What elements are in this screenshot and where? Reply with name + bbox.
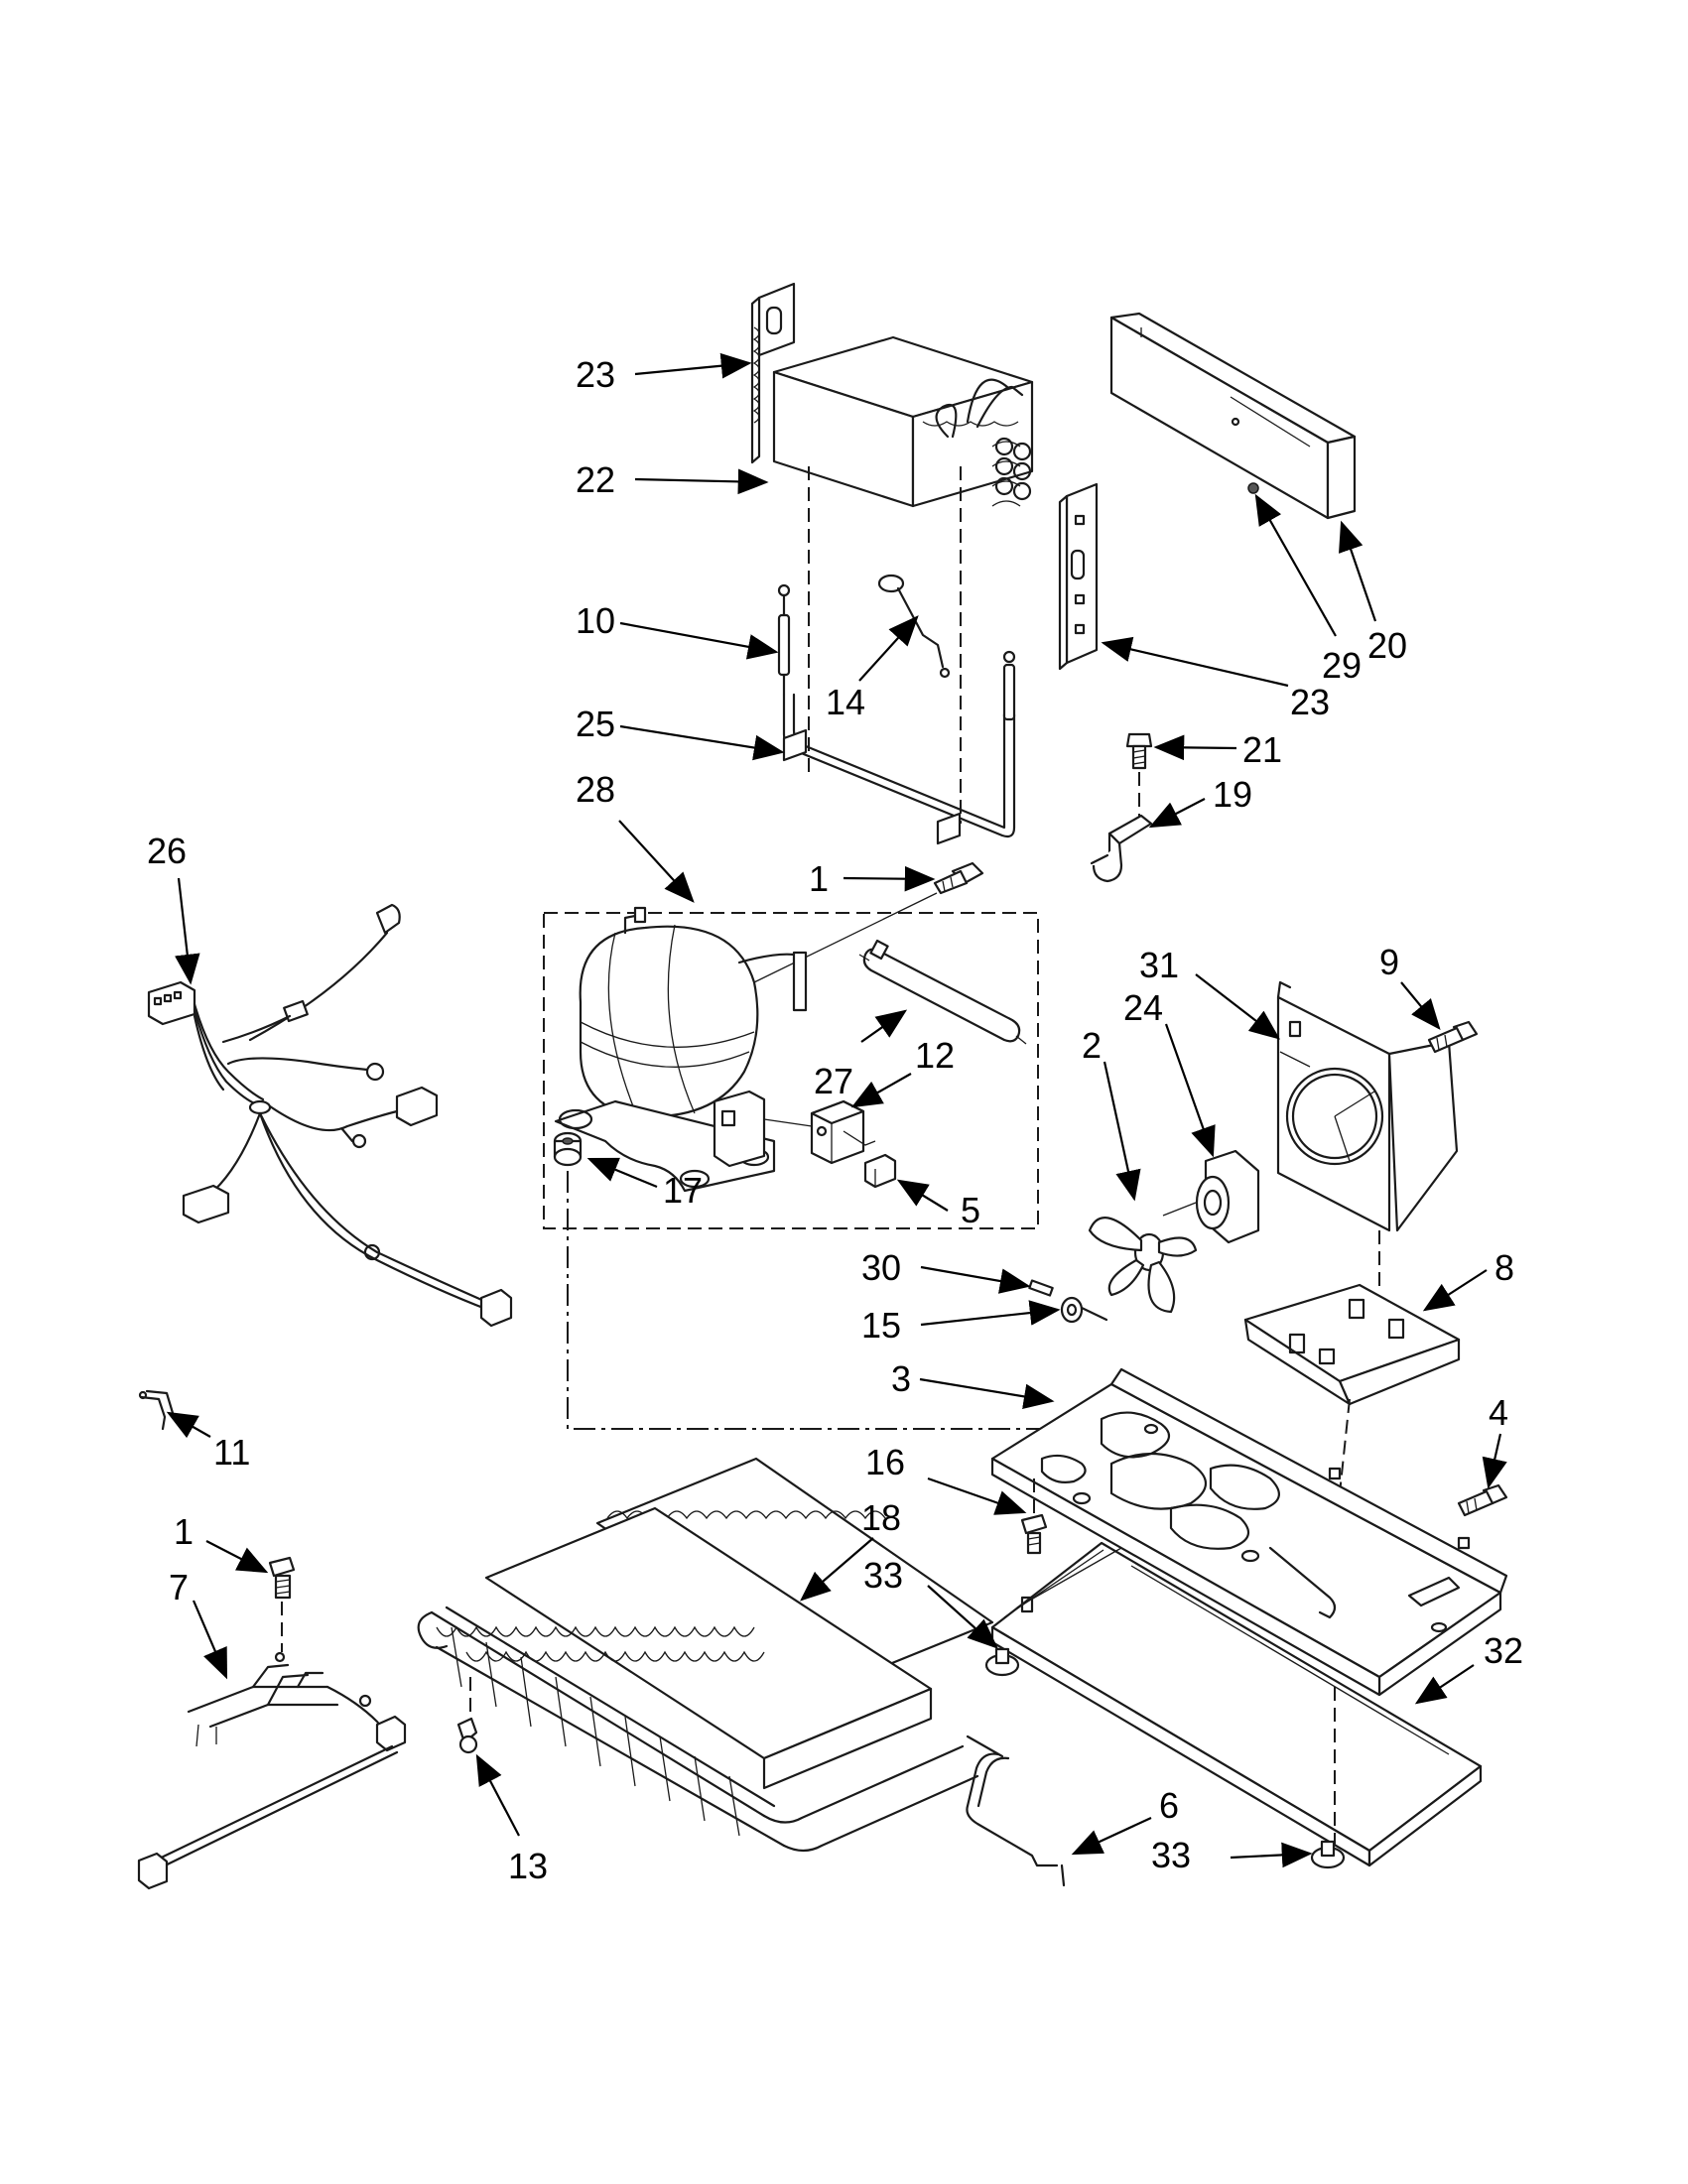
screw-1-top (933, 861, 984, 895)
callout-17: 17 (663, 1170, 703, 1211)
overload-cap (863, 1153, 897, 1189)
fan-blade (1088, 1217, 1198, 1314)
callout-31: 31 (1139, 945, 1179, 985)
wiring-harness-26 (147, 903, 513, 1328)
fan-shroud (1276, 980, 1459, 1232)
callout-9: 9 (1379, 942, 1399, 982)
condenser (417, 1457, 1004, 1853)
fan-bracket (1243, 1230, 1461, 1589)
defrost-heater (777, 583, 1016, 838)
callout-13: 13 (508, 1846, 548, 1886)
callout-28: 28 (576, 769, 615, 810)
evaporator-body (772, 335, 1034, 508)
mounting-alignment-line (567, 1171, 1052, 1430)
callout-22: 22 (576, 459, 615, 500)
callout-33b: 33 (1151, 1835, 1191, 1875)
callout-10: 10 (576, 600, 615, 641)
clip-19 (1090, 814, 1153, 883)
callout-29: 29 (1322, 645, 1362, 686)
callout-4: 4 (1489, 1392, 1508, 1433)
callout-21: 21 (1242, 729, 1282, 770)
leader-lines (166, 352, 1507, 1868)
callout-32: 32 (1484, 1630, 1523, 1671)
grommet-17 (553, 1131, 583, 1167)
callout-19: 19 (1213, 774, 1252, 815)
machine-compartment-base (990, 1367, 1508, 1697)
callout-25: 25 (576, 704, 615, 744)
callout-20: 20 (1367, 625, 1407, 666)
callout-26: 26 (147, 831, 187, 871)
screw-9 (1427, 1020, 1479, 1054)
callout-15: 15 (861, 1305, 901, 1346)
callout-30: 30 (861, 1247, 901, 1288)
callout-8: 8 (1494, 1247, 1514, 1288)
heater-bracket (782, 728, 808, 762)
screw-21 (1125, 732, 1153, 770)
foot-33a (984, 1647, 1020, 1677)
compressor (554, 906, 808, 1193)
screw-4 (1457, 1483, 1508, 1517)
compressor-group-box (543, 912, 1039, 1229)
grommet-15 (1060, 1296, 1108, 1324)
callout-16: 16 (865, 1442, 905, 1482)
screw-29 (1247, 482, 1259, 494)
callout-23a: 23 (576, 354, 615, 395)
callout-7: 7 (169, 1567, 189, 1607)
callout-1b: 1 (174, 1511, 194, 1552)
condenser-fan-motor (1162, 1149, 1260, 1244)
screw-1-bottom (268, 1556, 296, 1600)
callout-23b: 23 (1290, 682, 1330, 722)
condenser-tubes (430, 1606, 979, 1853)
callout-5: 5 (961, 1190, 980, 1230)
filter-drier (858, 939, 1027, 1045)
defrost-thermostat (877, 574, 951, 679)
callout-3: 3 (891, 1358, 911, 1399)
callout-27: 27 (814, 1061, 853, 1101)
start-relay (810, 1099, 876, 1165)
wire-clip-11 (138, 1389, 175, 1431)
screw-16 (1020, 1513, 1048, 1555)
drain-pan (990, 1541, 1483, 1867)
washer-30 (1028, 1279, 1054, 1297)
tube-clamp (966, 1752, 1066, 1887)
callout-12: 12 (915, 1035, 955, 1076)
callout-18: 18 (861, 1497, 901, 1538)
callout-14: 14 (826, 682, 865, 722)
clip-13 (456, 1717, 478, 1754)
callout-1a: 1 (809, 858, 829, 899)
callout-labels: 23 22 10 14 25 28 20 29 23 21 19 26 1 27… (147, 354, 1523, 1886)
evaporator-right-bracket (1058, 482, 1099, 671)
evaporator-left-bracket (750, 282, 796, 464)
evaporator-assembly (750, 282, 1034, 845)
callout-6: 6 (1159, 1785, 1179, 1826)
callout-33a: 33 (863, 1555, 903, 1596)
callout-11: 11 (213, 1432, 250, 1473)
callout-24: 24 (1123, 987, 1163, 1028)
wiring-harness-7 (137, 1651, 407, 1890)
evaporator-cover-top (1109, 312, 1357, 520)
callout-2: 2 (1082, 1025, 1102, 1066)
